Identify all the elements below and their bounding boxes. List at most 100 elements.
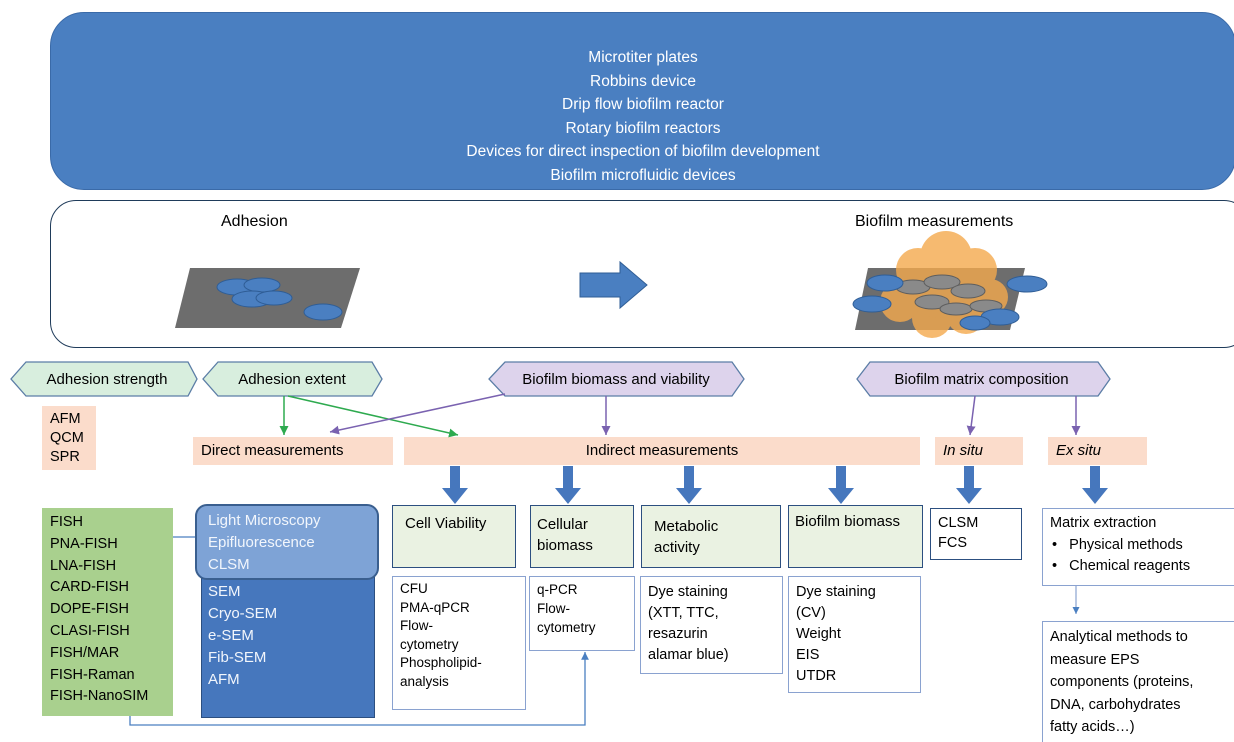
metabolic-activity-methods: Dye staining (XTT, TTC, resazurin alamar… — [640, 576, 783, 674]
method-line: CLSM — [938, 515, 979, 531]
method-line: Dye staining — [648, 584, 728, 600]
analysis-line: Analytical methods to — [1050, 629, 1188, 645]
method-line: CFU — [400, 581, 428, 596]
cellular-biomass-header: Cellular biomass — [530, 505, 634, 568]
header-line: activity — [654, 539, 700, 556]
method-line: (XTT, TTC, — [648, 605, 719, 621]
biofilm-measurements-label: Biofilm measurements — [855, 213, 1014, 230]
cell-viability-methods: CFU PMA-qPCR Flow- cytometry Phospholipi… — [392, 576, 526, 710]
method-line: q-PCR — [537, 582, 578, 597]
method-line: Phospholipid- — [400, 655, 482, 670]
matrix-composition-shape — [856, 361, 1111, 397]
in-situ-methods: CLSM FCS — [930, 508, 1022, 560]
microscopy-method: Cryo-SEM — [208, 605, 278, 622]
fish-method: FISH-Raman — [50, 666, 135, 683]
biomass-to-direct-arrow — [329, 393, 506, 435]
microscopy-method: AFM — [208, 671, 240, 688]
header-line: Biofilm biomass — [795, 513, 901, 530]
method-line: Flow- — [537, 601, 570, 616]
method-line: UTDR — [796, 668, 837, 684]
header-line: Metabolic — [654, 518, 719, 535]
fish-method: DOPE-FISH — [50, 601, 129, 618]
method-line: EIS — [796, 647, 820, 663]
adhered-cells — [216, 277, 343, 321]
device-line: Biofilm microfluidic devices — [550, 166, 736, 184]
adhesion-strength-shape — [10, 361, 198, 397]
biomass-viability-category: Biofilm biomass and viability — [522, 370, 710, 388]
matrix-composition-category: Biofilm matrix composition — [894, 370, 1069, 388]
device-line: Microtiter plates — [588, 49, 698, 66]
thick-down-arrows — [442, 466, 1108, 504]
method-line: PMA-qPCR — [400, 599, 470, 615]
biofilm-cells — [852, 274, 1048, 331]
metabolic-activity-header: Metabolic activity — [641, 505, 781, 568]
biofilm-biomass-header: Biofilm biomass — [788, 505, 923, 568]
extraction-item-label: Physical methods — [1069, 536, 1183, 553]
microscopy-method: Light Microscopy — [208, 512, 321, 529]
fish-methods-box: FISH PNA-FISH LNA-FISH CARD-FISH DOPE-FI… — [42, 508, 173, 716]
devices-banner: Microtiter plates Robbins device Drip fl… — [50, 12, 1234, 190]
device-line: Devices for direct inspection of biofilm… — [466, 143, 820, 160]
analysis-line: measure EPS — [1050, 651, 1140, 668]
microscopy-method: e-SEM — [208, 627, 254, 644]
adhesion-extent-shape — [202, 361, 383, 397]
device-line: Drip flow biofilm reactor — [562, 96, 724, 113]
extent-to-indirect-arrow — [287, 395, 459, 438]
fish-method: CARD-FISH — [50, 579, 129, 596]
ex-situ-box: Ex situ — [1048, 437, 1147, 465]
analysis-line: components (proteins, — [1050, 674, 1194, 690]
method-line: alamar blue) — [648, 647, 729, 663]
device-line: Rotary biofilm reactors — [565, 119, 721, 137]
method-line: resazurin — [648, 626, 708, 642]
in-situ-box: In situ — [935, 437, 1023, 465]
fish-method: CLASI-FISH — [50, 622, 130, 639]
process-arrow-icon — [579, 260, 648, 310]
device-line: Robbins device — [590, 72, 696, 90]
strength-method: SPR — [50, 449, 80, 465]
fluorescence-methods: Light Microscopy Epifluorescence CLSM — [208, 510, 321, 575]
cell-viability-header: Cell Viability — [392, 505, 516, 568]
method-line: FCS — [938, 535, 967, 551]
analytical-methods-box: Analytical methods to measure EPS compon… — [1042, 621, 1234, 742]
header-line: Cell Viability — [405, 515, 487, 532]
analysis-line: fatty acids…) — [1050, 719, 1135, 735]
analysis-line: DNA, carbohydrates — [1050, 696, 1181, 713]
extraction-item: • Physical methods — [1052, 536, 1183, 553]
fish-method: FISH-NanoSIM — [50, 688, 149, 705]
biofilm-biomass-methods: Dye staining (CV) Weight EIS UTDR — [788, 576, 921, 693]
electron-methods: SEM Cryo-SEM e-SEM Fib-SEM AFM — [208, 581, 277, 691]
fish-to-biomass-arrow — [129, 652, 589, 726]
adhesion-strength-category: Adhesion strength — [46, 370, 168, 388]
header-line: Cellular — [537, 516, 588, 533]
extraction-title: Matrix extraction — [1050, 515, 1157, 531]
indirect-measurements-box: Indirect measurements — [404, 437, 920, 465]
method-line: (CV) — [796, 605, 826, 621]
method-line: Flow- — [400, 618, 433, 633]
method-line: Weight — [796, 626, 841, 642]
fish-method: LNA-FISH — [50, 557, 117, 574]
method-line: cytometry — [400, 636, 459, 652]
method-line: cytometry — [537, 620, 596, 635]
method-line: analysis — [400, 673, 449, 689]
microscopy-method: CLSM — [208, 555, 250, 573]
cellular-biomass-methods: q-PCR Flow- cytometry — [529, 576, 635, 651]
matrix-extraction-box: Matrix extraction • Physical methods • C… — [1042, 508, 1234, 586]
matrix-to-in-situ-arrow — [966, 395, 976, 436]
strength-methods-box: AFM QCM SPR — [42, 406, 96, 470]
adhesion-extent-category: Adhesion extent — [238, 370, 346, 388]
fluorescence-group — [195, 504, 379, 580]
direct-measurements-box: Direct measurements — [193, 437, 393, 465]
microscopy-method: Epifluorescence — [208, 533, 315, 551]
biomass-viability-shape — [488, 361, 745, 397]
strength-method: AFM — [50, 411, 81, 427]
fish-method: FISH/MAR — [50, 644, 120, 661]
extraction-item: • Chemical reagents — [1052, 558, 1191, 574]
fish-method: FISH — [50, 514, 84, 530]
adhesion-label: Adhesion — [221, 213, 288, 230]
fish-method: PNA-FISH — [50, 535, 118, 552]
header-line: biomass — [537, 537, 593, 554]
strength-method: QCM — [50, 430, 84, 446]
